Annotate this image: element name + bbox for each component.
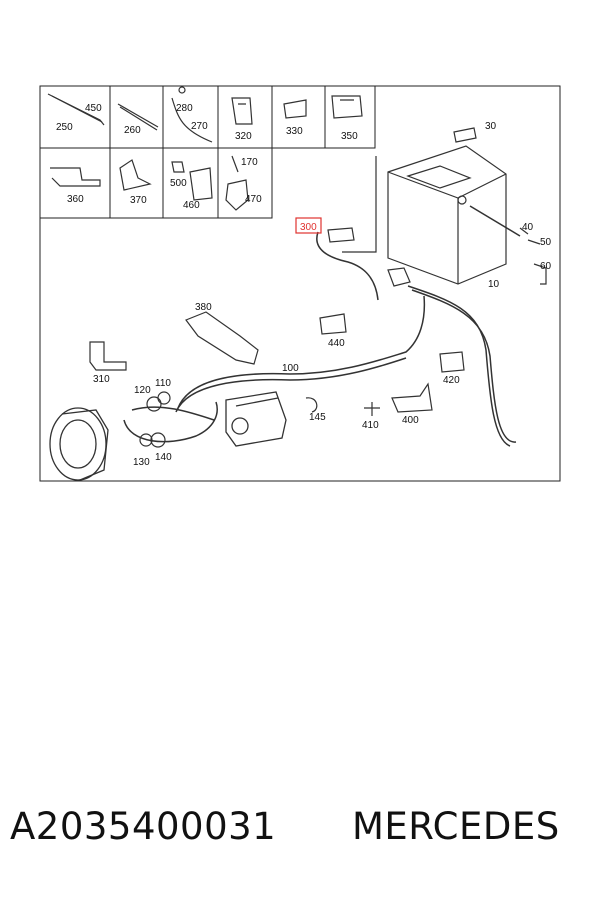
label-470: 470	[245, 194, 262, 205]
clip-320-sketch	[231, 97, 253, 125]
bracket-470-sketch	[225, 179, 249, 211]
label-140: 140	[155, 452, 172, 463]
nut-500-sketch	[171, 161, 185, 173]
cable-battery-to-ground	[407, 285, 511, 447]
highlight-box-300	[295, 217, 322, 234]
part-labels: 450 250 260 280 270 320 330 350 30 170 5…	[56, 103, 552, 468]
label-110: 110	[155, 378, 171, 389]
cables	[123, 205, 521, 447]
connector-300	[327, 227, 355, 243]
label-370: 370	[130, 195, 147, 206]
label-350: 350	[341, 131, 358, 142]
label-100: 100	[282, 363, 299, 374]
label-410: 410	[362, 420, 379, 431]
cable-starter	[123, 401, 218, 443]
label-250: 250	[56, 122, 73, 133]
label-420: 420	[443, 375, 460, 386]
label-460: 460	[183, 200, 200, 211]
clip-420	[439, 351, 465, 373]
label-50: 50	[540, 237, 552, 248]
label-60: 60	[540, 261, 552, 272]
label-330: 330	[286, 126, 303, 137]
cable-260-sketch	[117, 103, 159, 128]
label-400: 400	[402, 415, 419, 426]
bracket-370-sketch	[119, 159, 152, 191]
label-130: 130	[133, 457, 150, 468]
inset-grid	[40, 86, 376, 219]
label-380: 380	[195, 302, 212, 313]
label-360: 360	[67, 194, 84, 205]
bolt-170-sketch	[231, 155, 239, 173]
label-120: 120	[134, 385, 151, 396]
label-440: 440	[328, 338, 345, 349]
grommet-130	[139, 433, 153, 447]
inset-sketches	[47, 86, 363, 211]
bracket-310	[89, 341, 127, 371]
label-260: 260	[124, 125, 141, 136]
label-500: 500	[170, 178, 187, 189]
grommet-120	[146, 396, 162, 412]
clip-440	[319, 313, 347, 335]
brand-name: MERCEDES	[352, 805, 560, 848]
terminal-40	[519, 227, 529, 235]
label-300: 300	[300, 222, 317, 233]
label-310: 310	[93, 374, 110, 385]
cable-100	[177, 295, 426, 409]
grommet-110	[157, 391, 171, 405]
cable-270-sketch	[171, 97, 213, 143]
clip-330-sketch	[283, 99, 307, 119]
starter	[225, 391, 287, 447]
parts-diagram: 450 250 260 280 270 320 330 350 30 170 5…	[39, 85, 561, 482]
clamp-battery-terminal	[387, 267, 411, 287]
terminal-30	[453, 127, 477, 143]
bolt-410	[364, 402, 380, 416]
label-10: 10	[488, 279, 500, 290]
label-280: 280	[176, 103, 193, 114]
cable-300	[316, 231, 379, 301]
bracket-460-sketch	[189, 167, 213, 201]
terminal-50	[527, 239, 541, 245]
diagram-frame	[39, 85, 561, 482]
battery-10	[342, 145, 507, 285]
label-30: 30	[485, 121, 497, 132]
bracket-380	[185, 311, 259, 365]
label-270: 270	[191, 121, 208, 132]
bracket-360-sketch	[50, 167, 101, 187]
bracket-400	[391, 382, 433, 413]
part-number: A2035400031	[10, 805, 277, 848]
grommet-140	[150, 432, 166, 448]
clip-350-sketch	[331, 95, 363, 119]
label-320: 320	[235, 131, 252, 142]
alternator	[49, 407, 109, 481]
terminal-60	[533, 263, 547, 285]
label-450: 450	[85, 103, 102, 114]
label-145: 145	[309, 412, 326, 423]
label-170: 170	[241, 157, 258, 168]
label-40: 40	[522, 222, 534, 233]
small-parts	[89, 127, 547, 448]
clip-145	[305, 397, 318, 413]
